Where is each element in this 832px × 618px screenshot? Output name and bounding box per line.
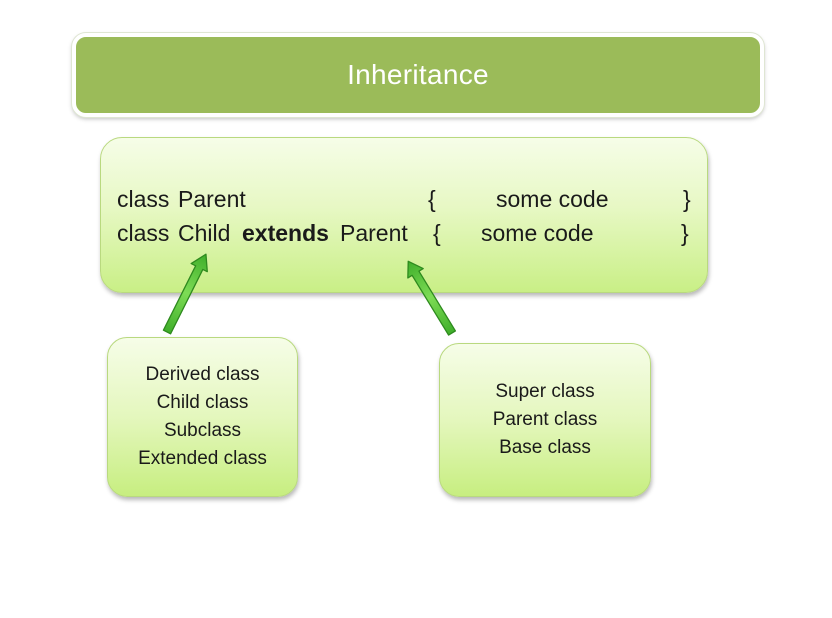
code-box: class Parent { some code } class Child e…	[100, 137, 708, 293]
close-brace: }	[681, 220, 689, 246]
parent-terms-box: Super class Parent class Base class	[439, 343, 651, 497]
diagram-title: Inheritance	[347, 59, 489, 90]
class-name-parent-ref: Parent	[340, 220, 408, 246]
term-extended-class: Extended class	[138, 448, 267, 469]
extends-keyword: extends	[242, 220, 329, 246]
term-derived-class: Derived class	[145, 364, 260, 385]
class-name-child: Child	[178, 220, 231, 246]
title-banner: Inheritance	[72, 33, 764, 117]
class-keyword: class	[117, 220, 170, 246]
child-terms-box: Derived class Child class Subclass Exten…	[107, 337, 298, 497]
code-line-child: class Child extends Parent { some code }	[101, 220, 707, 250]
term-base-class: Base class	[499, 437, 591, 458]
term-child-class: Child class	[156, 392, 249, 413]
class-name-parent: Parent	[178, 186, 246, 212]
code-body: some code	[496, 186, 609, 212]
open-brace: {	[428, 186, 436, 212]
term-parent-class: Parent class	[492, 409, 598, 430]
close-brace: }	[683, 186, 691, 212]
term-subclass: Subclass	[163, 420, 242, 441]
code-line-parent: class Parent { some code }	[101, 186, 707, 216]
term-super-class: Super class	[495, 381, 595, 402]
open-brace: {	[433, 220, 441, 246]
code-body: some code	[481, 220, 594, 246]
class-keyword: class	[117, 186, 170, 212]
